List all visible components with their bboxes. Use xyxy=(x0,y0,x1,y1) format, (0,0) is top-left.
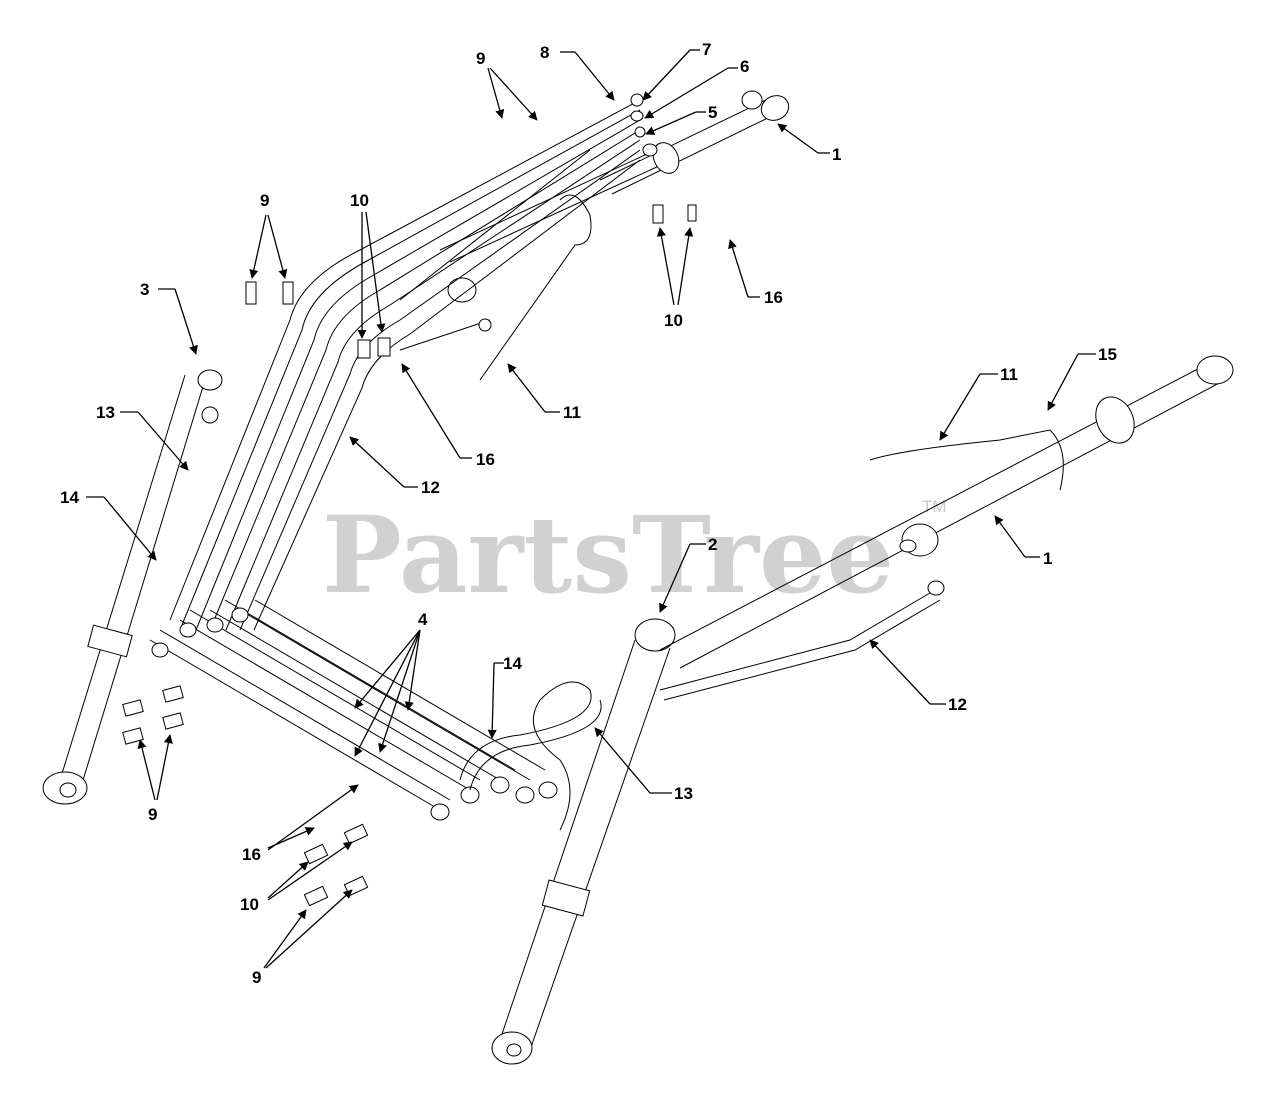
callout-12-right: 12 xyxy=(869,639,967,714)
callout-label: 15 xyxy=(1098,345,1117,364)
hose-loops xyxy=(459,681,602,831)
callout-label: 10 xyxy=(664,311,683,330)
callout-1-top: 1 xyxy=(777,123,841,164)
callout-label: 12 xyxy=(421,478,440,497)
callout-13-right: 13 xyxy=(594,727,693,803)
callout-14-right: 14 xyxy=(487,654,522,739)
callout-16-right: 16 xyxy=(728,239,783,307)
callout-label: 9 xyxy=(252,968,261,987)
callout-label: 10 xyxy=(350,191,369,210)
callout-14-left: 14 xyxy=(60,488,157,561)
callout-label: 16 xyxy=(764,288,783,307)
callout-label: 16 xyxy=(476,450,495,469)
callout-label: 5 xyxy=(708,103,717,122)
callout-6: 6 xyxy=(644,57,749,119)
callout-5: 5 xyxy=(645,103,717,135)
callout-label: 13 xyxy=(96,403,115,422)
callout-label: 16 xyxy=(242,845,261,864)
callout-3: 3 xyxy=(140,280,198,355)
line-art xyxy=(42,90,1234,1065)
callout-label: 6 xyxy=(740,57,749,76)
callout-9-top: 9 xyxy=(476,49,538,121)
right-arm-cylinder xyxy=(659,355,1234,669)
callout-10-right: 10 xyxy=(656,227,694,330)
callout-label: 1 xyxy=(1043,549,1052,568)
callout-16-center: 16 xyxy=(401,363,495,469)
callout-9-bottom: 9 xyxy=(252,889,353,987)
watermark-text: PartsTree xyxy=(322,492,894,617)
rod-12 xyxy=(659,580,945,701)
callout-label: 8 xyxy=(540,43,549,62)
callout-label: 7 xyxy=(702,40,711,59)
callout-12-center: 12 xyxy=(349,436,440,497)
callout-label: 11 xyxy=(563,403,581,422)
callout-10-top: 10 xyxy=(350,191,386,339)
callout-7: 7 xyxy=(642,40,711,101)
callout-label: 13 xyxy=(674,784,693,803)
callout-11-center: 11 xyxy=(507,363,581,422)
callout-label: 3 xyxy=(140,280,149,299)
callout-2: 2 xyxy=(659,535,717,613)
callout-label: 12 xyxy=(948,695,967,714)
callout-10-bottom: 10 xyxy=(240,841,353,914)
callout-8: 8 xyxy=(540,43,615,101)
callout-9-bottom-left: 9 xyxy=(137,734,173,824)
callout-16-bottom: 16 xyxy=(242,784,359,864)
hose-bundle xyxy=(149,599,558,821)
left-cylinder xyxy=(42,369,223,805)
fittings-top xyxy=(630,93,658,157)
right-cylinder xyxy=(491,618,676,1065)
callout-label: 1 xyxy=(832,145,841,164)
bracket-11 xyxy=(399,194,592,381)
callout-label: 9 xyxy=(260,191,269,210)
callout-11-right: 11 xyxy=(939,365,1018,441)
callout-label: 2 xyxy=(708,535,717,554)
callout-label: 14 xyxy=(60,488,79,507)
callout-label: 10 xyxy=(240,895,259,914)
callout-label: 11 xyxy=(1000,365,1018,384)
callout-4: 4 xyxy=(354,610,428,757)
callout-1-right: 1 xyxy=(994,515,1052,568)
callouts: 9 8 7 6 5 1 xyxy=(60,40,1117,987)
callout-label: 9 xyxy=(148,805,157,824)
callout-15: 15 xyxy=(1047,345,1117,411)
callout-label: 14 xyxy=(503,654,522,673)
watermark: PartsTree TM xyxy=(322,492,947,617)
upper-cylinder xyxy=(439,90,790,303)
callout-9-left-top: 9 xyxy=(249,191,288,279)
callout-label: 9 xyxy=(476,49,485,68)
callout-label: 4 xyxy=(418,610,428,629)
callout-13-left: 13 xyxy=(96,403,189,471)
